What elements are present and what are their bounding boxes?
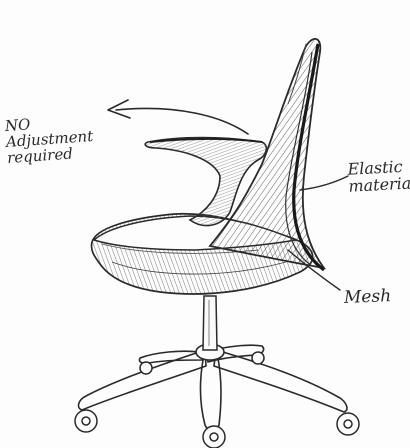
chair-base (79, 344, 347, 430)
note-mesh: Mesh (344, 288, 392, 307)
adjustment-arrow (108, 100, 248, 134)
note-elastic-material: Elastic material (347, 158, 410, 195)
elastic-leader (300, 176, 348, 190)
note-elastic-line2: material (348, 175, 410, 195)
gas-lift (203, 296, 217, 350)
note-adjustment: NO Adjustment required (4, 113, 94, 166)
